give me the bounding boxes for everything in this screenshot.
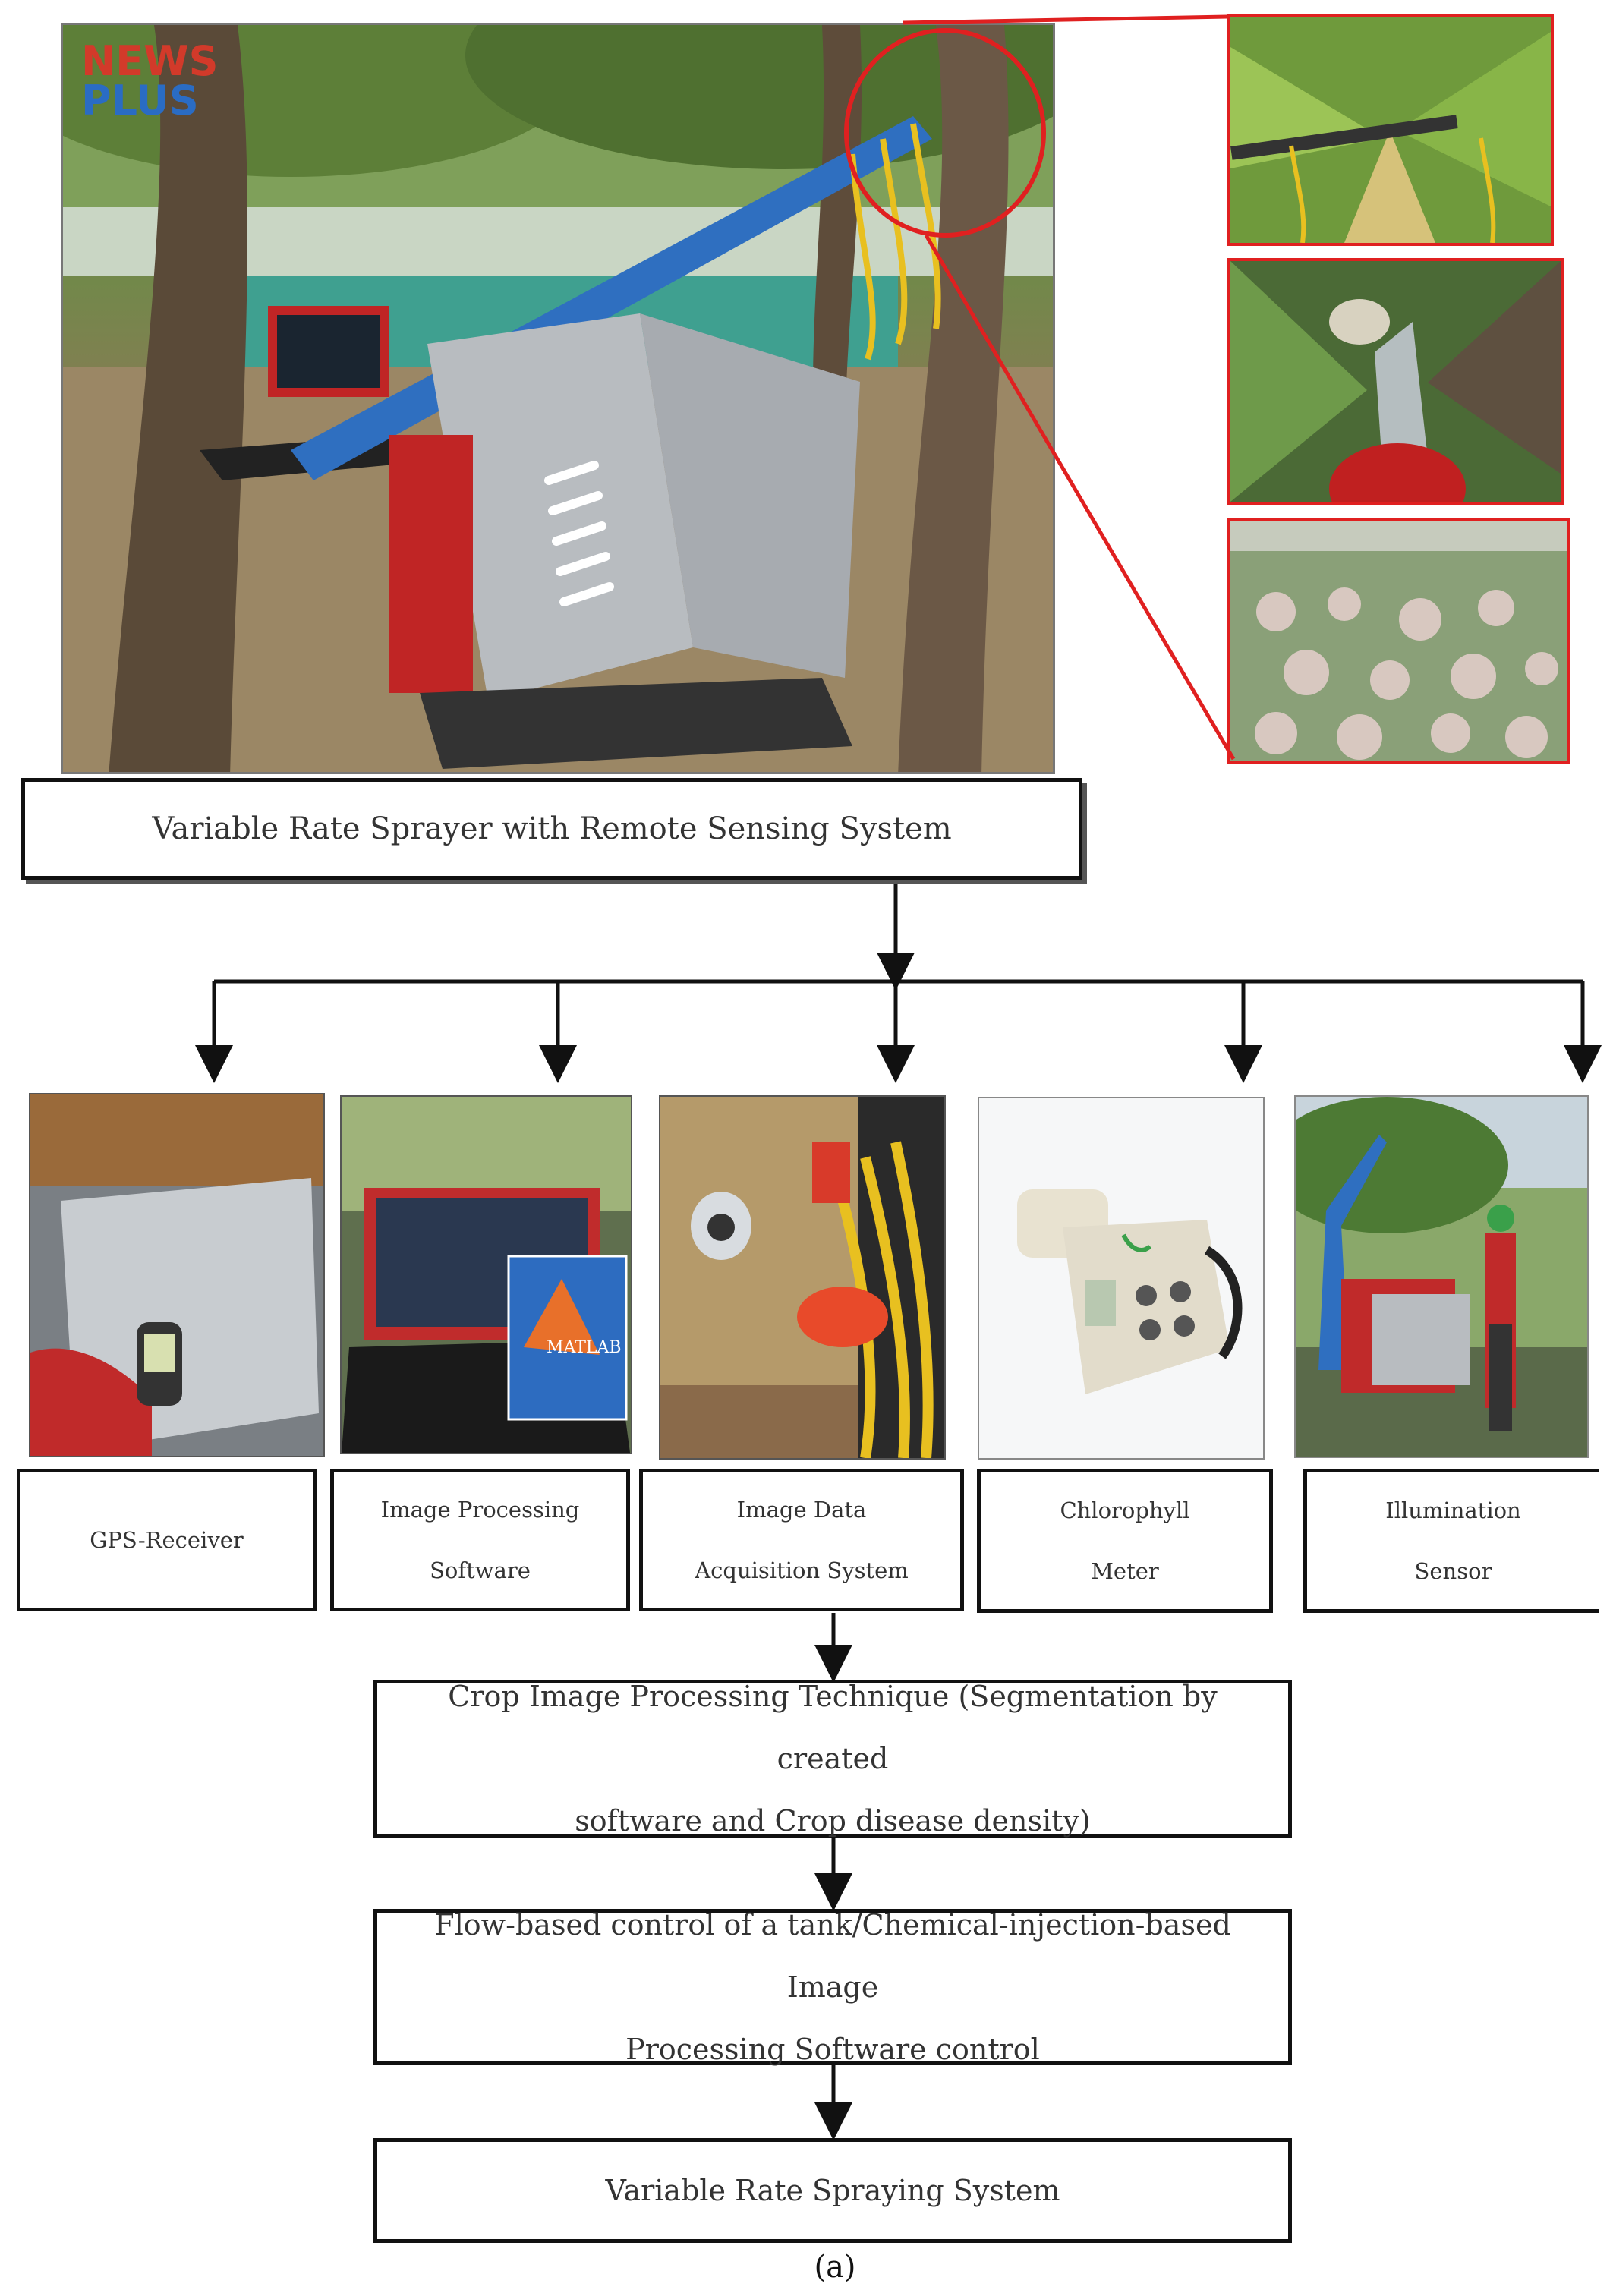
watermark: NEWS PLUS [81,37,219,124]
watermark-plus: PLUS [81,77,199,124]
figure-caption: (a) [814,2250,856,2285]
illumination-illustration [1296,1097,1587,1457]
process-box-image-processing-line1: Crop Image Processing Technique (Segment… [448,1680,1218,1775]
chlorophyll-illustration [979,1098,1263,1458]
title-box-text: Variable Rate Sprayer with Remote Sensin… [152,811,952,846]
zoom-nozzle-photo [1227,14,1554,246]
process-box-spraying-system: Variable Rate Spraying System [373,2138,1292,2243]
component-label-acquisition-line2: Acquisition System [695,1557,909,1583]
component-label-acquisition-line1: Image Data [736,1497,867,1523]
zoom-plantation-illustration [1230,521,1567,761]
component-label-software-line1: Image Processing [380,1497,580,1523]
process-box-spraying-system-text: Variable Rate Spraying System [605,2174,1060,2207]
component-label-illumination-line2: Sensor [1414,1558,1492,1584]
process-box-image-processing: Crop Image Processing Technique (Segment… [373,1680,1292,1838]
title-box: Variable Rate Sprayer with Remote Sensin… [21,778,1082,880]
zoom-plantation-photo [1227,518,1570,764]
component-box-illumination: Illumination Sensor [1303,1469,1599,1613]
component-label-illumination-line1: Illumination [1385,1498,1521,1523]
chlorophyll-meter-photo [978,1097,1265,1460]
gps-receiver-photo [29,1093,325,1457]
camera-illustration [660,1097,944,1458]
zoom-circle [844,28,1046,238]
gps-illustration [30,1094,323,1456]
matlab-label: MATLAB [547,1338,622,1357]
zoom-leader-top [903,14,1228,25]
zoom-nozzle-illustration [1230,17,1551,243]
illumination-sensor-photo [1294,1095,1589,1458]
main-sprayer-illustration [63,25,1053,772]
image-data-acquisition-photo [659,1095,946,1460]
zoom-leader-bottom [924,234,1236,761]
component-label-software-line2: Software [430,1557,531,1583]
image-processing-software-photo: MATLAB [340,1095,632,1454]
component-box-acquisition: Image Data Acquisition System [639,1469,964,1611]
main-sprayer-photo: NEWS PLUS [61,23,1055,774]
component-label-chlorophyll-line2: Meter [1091,1558,1159,1584]
component-label-gps-line1: GPS-Receiver [90,1527,244,1553]
process-box-flow-control: Flow-based control of a tank/Chemical-in… [373,1908,1292,2066]
process-box-flow-control-line1: Flow-based control of a tank/Chemical-in… [434,1907,1231,2004]
process-box-flow-control-line2: Processing Software control [625,2032,1040,2066]
component-box-chlorophyll: Chlorophyll Meter [977,1469,1273,1613]
zoom-spray-photo [1227,258,1564,505]
software-illustration [342,1097,631,1453]
zoom-spray-illustration [1230,261,1561,502]
component-label-chlorophyll-line1: Chlorophyll [1060,1498,1190,1523]
watermark-news: NEWS [81,37,219,85]
component-box-software: Image Processing Software [330,1469,630,1611]
component-box-gps: GPS-Receiver [17,1469,317,1611]
process-box-image-processing-line2: software and Crop disease density) [575,1804,1091,1838]
